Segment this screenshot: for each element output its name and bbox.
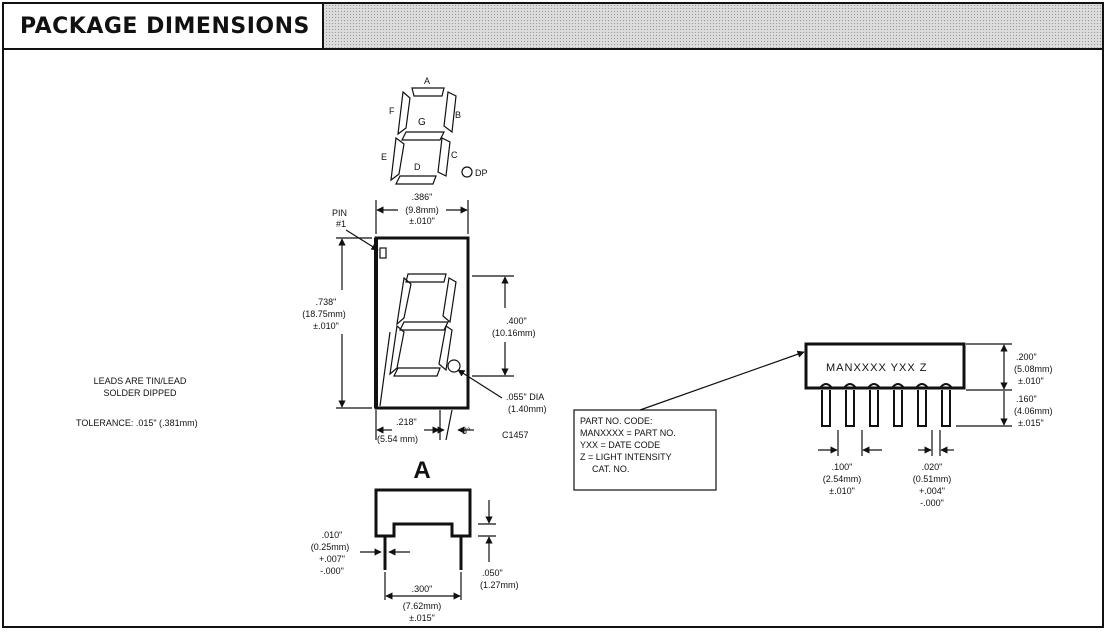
segment-d-label: D xyxy=(414,162,421,172)
side-view-body xyxy=(804,342,966,390)
segment-a-label: A xyxy=(424,76,430,86)
lead-thick-tol-plus: +.007" xyxy=(319,554,345,564)
view-a-label: A xyxy=(413,457,430,484)
body-height-tol: ±.010" xyxy=(1018,376,1044,386)
segment-b xyxy=(443,91,457,134)
width-dim-mm: (9.8mm) xyxy=(405,205,439,215)
segment-a xyxy=(411,87,445,97)
page-title: PACKAGE DIMENSIONS xyxy=(20,13,310,39)
lead-offset-in: .218" xyxy=(396,417,417,427)
part-code-line4: Z = LIGHT INTENSITY xyxy=(580,452,672,462)
width-dim-tol: ±.010" xyxy=(409,216,435,226)
side-view-leads xyxy=(819,383,953,427)
front-body-outline xyxy=(374,236,470,410)
pin1-label-line1: PIN xyxy=(332,208,347,218)
title-box: PACKAGE DIMENSIONS xyxy=(4,4,324,48)
dp-dia-mm: (1.40mm) xyxy=(508,404,547,414)
part-code-line3: YXX = DATE CODE xyxy=(580,440,660,450)
pin1-label-line2: #1 xyxy=(336,219,346,229)
part-code-line2: MANXXXX = PART NO. xyxy=(580,428,676,438)
lead-thick-in: .010" xyxy=(322,530,343,540)
segment-g-label: G xyxy=(418,117,426,128)
pin1-marker xyxy=(379,247,387,259)
height-dim-mm: (18.75mm) xyxy=(302,309,346,319)
side-marking: MANXXXX YXX Z xyxy=(826,362,927,374)
segment-g xyxy=(401,131,445,141)
lead-spacing-in: .300" xyxy=(412,584,433,594)
lead-length-tol: ±.015" xyxy=(1018,418,1044,428)
side-view: MANXXXX YXX Z .200" (5.08mm) ±.010" .160… xyxy=(804,342,1053,508)
pitch-tol: ±.010" xyxy=(829,486,855,496)
segment-f xyxy=(397,90,411,136)
segment-outlines xyxy=(390,87,457,185)
standoff-in: .050" xyxy=(482,568,503,578)
pitch-mm: (2.54mm) xyxy=(823,474,862,484)
body-height-mm: (5.08mm) xyxy=(1014,364,1053,374)
segment-dp xyxy=(461,166,473,178)
segment-dp-label: DP xyxy=(475,168,488,178)
segment-b-label: B xyxy=(455,110,461,120)
header-band: PACKAGE DIMENSIONS xyxy=(4,4,1102,50)
digit-height-mm: (10.16mm) xyxy=(492,328,536,338)
part-code-line1: PART NO. CODE: xyxy=(580,416,653,426)
lead-offset-mm: (5.54 mm) xyxy=(377,434,418,444)
height-dim-tol: ±.010" xyxy=(313,321,339,331)
end-view-body xyxy=(374,488,472,538)
lead-length-in: .160" xyxy=(1016,394,1037,404)
dp-dia-in: .055" DIA xyxy=(506,392,544,402)
front-dp-circle xyxy=(447,359,461,373)
segment-c xyxy=(437,137,451,177)
height-dim-in: .738" xyxy=(316,297,337,307)
tolerance-note: TOLERANCE: .015" (.381mm) xyxy=(76,418,198,428)
lead-width-tol-minus: -.000" xyxy=(920,498,944,508)
lead-thick-mm: (0.25mm) xyxy=(311,542,350,552)
ref-code: C1457 xyxy=(502,430,529,440)
leads-note-line2: SOLDER DIPPED xyxy=(103,388,177,398)
segment-d xyxy=(395,175,437,185)
digit-height-in: .400" xyxy=(506,316,527,326)
leads-note-line1: LEADS ARE TIN/LEAD xyxy=(94,376,187,386)
segment-e xyxy=(390,136,405,182)
standoff-mm: (1.27mm) xyxy=(480,580,519,590)
lead-width-tol-plus: +.004" xyxy=(919,486,945,496)
pitch-in: .100" xyxy=(832,462,853,472)
lead-length-mm: (4.06mm) xyxy=(1014,406,1053,416)
body-height-in: .200" xyxy=(1016,352,1037,362)
front-digit-outline xyxy=(389,273,457,377)
segment-f-label: F xyxy=(389,106,395,116)
segment-e-label: E xyxy=(381,152,387,162)
lead-spacing-tol: ±.015" xyxy=(409,613,435,623)
part-code-line5: CAT. NO. xyxy=(592,464,629,474)
lead-spacing-mm: (7.62mm) xyxy=(403,601,442,611)
lead-width-in: .020" xyxy=(922,462,943,472)
lead-width-mm: (0.51mm) xyxy=(913,474,952,484)
front-view: PIN #1 .386" (9.8mm) ±.010" .738" (18.75… xyxy=(302,192,546,444)
end-view-a: A .010" (0.25mm) +.007" -.000" .300" (7.… xyxy=(311,457,519,623)
part-code-box: PART NO. CODE: MANXXXX = PART NO. YXX = … xyxy=(573,350,805,491)
lead-thick-tol-minus: -.000" xyxy=(320,566,344,576)
segment-c-label: C xyxy=(451,150,458,160)
segment-layout-diagram: A F B G E C D DP xyxy=(381,76,488,185)
width-dim-in: .386" xyxy=(412,192,433,202)
slant-angle: 8° xyxy=(462,426,471,436)
